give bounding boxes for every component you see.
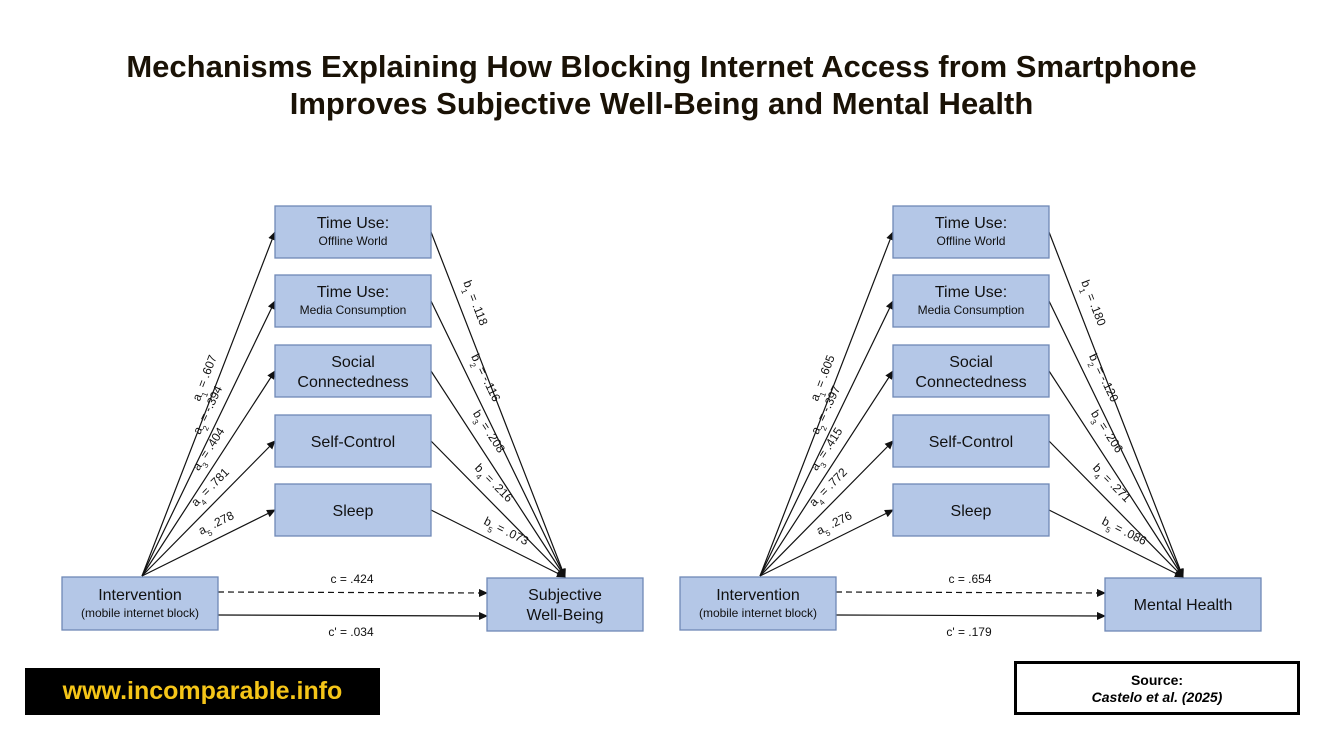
d2-a-path-4 [759,440,894,577]
d1-outcome-subtitle: Well-Being [526,607,603,624]
d2-b-path-2 [1048,300,1184,578]
d1-mediator-3-title: Social [331,354,375,371]
d2-b-path-4 [1048,440,1184,578]
d1-mediator-3-subtitle: Connectedness [297,374,408,391]
d2-b-label-2: b2 = -.120 [1083,351,1122,406]
d2-b-path-5 [1048,509,1184,578]
d1-outcome-title: Subjective [528,587,602,604]
d1-intervention-title: Intervention [98,587,182,604]
d2-c-prime-path [835,611,1106,620]
title-line-2: Improves Subjective Well-Being and Menta… [289,86,1034,121]
d1-b-label-4: b4 = .216 [470,461,517,508]
d1-b-label-1: b1 = .118 [457,278,491,329]
d1-mediator-5-title: Sleep [333,503,374,520]
d1-intervention-node: Intervention (mobile internet block) [61,576,219,631]
d2-intervention-title: Intervention [716,587,800,604]
d2-intervention-subtitle: (mobile internet block) [699,606,817,620]
d1-mediator-1-subtitle: Offline World [319,234,388,248]
d1-mediator-2-subtitle: Media Consumption [300,303,407,317]
d2-mediator-2-subtitle: Media Consumption [918,303,1025,317]
d2-mediator-4-title: Self-Control [929,434,1013,451]
d2-a-path-5 [759,509,894,577]
d1-b-label-5: b5 = .073 [480,514,531,551]
d1-a-path-3 [141,370,276,577]
d2-mediator-2-title: Time Use: [935,284,1007,301]
d2-a-path-3 [759,370,894,577]
d1-b-path-1 [430,231,566,578]
d2-mediator-4: Self-Control [892,414,1050,468]
d2-mediator-1: Time Use: Offline World [892,205,1050,259]
source-box: Source: Castelo et al. (2025) [1014,661,1300,715]
d1-arrows [141,231,566,620]
d2-a-path-1 [759,231,894,577]
source-reference: Castelo et al. (2025) [1091,689,1223,705]
d1-a-path-2 [141,300,276,577]
d1-a-path-5 [141,509,276,577]
d1-b-path-4 [430,440,566,578]
d2-b-label-4: b4 = .271 [1088,461,1135,508]
d2-c-path [835,588,1106,597]
d1-b-label-2: b2 = -.116 [465,352,503,406]
d1-mediator-1: Time Use: Offline World [274,205,432,259]
d2-mediator-2: Time Use: Media Consumption [892,274,1050,328]
d1-b-path-3 [430,370,566,578]
page-title: Mechanisms Explaining How Blocking Inter… [0,48,1323,122]
d2-outcome-title: Mental Health [1134,597,1233,614]
d2-c-label: c = .654 [948,572,991,586]
d2-a-path-2 [759,300,894,577]
d1-mediator-4-title: Self-Control [311,434,395,451]
d1-b-path-5 [430,509,566,578]
d1-a-label-5: a5 .278 [196,508,238,541]
d2-mediator-5-title: Sleep [951,503,992,520]
d2-mediator-1-subtitle: Offline World [937,234,1006,248]
d2-b-label-1: b1 = .180 [1075,278,1109,330]
source-label: Source: [1130,672,1184,688]
d2-b-path-1 [1048,231,1184,578]
d1-c-label: c = .424 [330,572,373,586]
d1-mediator-2-title: Time Use: [317,284,389,301]
d1-c-prime-label: c' = .034 [328,625,374,639]
d2-a-label-5: a5 .276 [814,508,856,541]
d1-intervention-subtitle: (mobile internet block) [81,606,199,620]
d2-arrows [759,231,1184,620]
d1-c-prime-path [217,611,488,620]
d1-a-path-1 [141,231,276,577]
d1-a-path-4 [141,440,276,577]
d1-mediator-4: Self-Control [274,414,432,468]
d1-mediator-5: Sleep [274,483,432,537]
d2-c-prime-label: c' = .179 [946,625,992,639]
d2-mediator-3-title: Social [949,354,993,371]
d1-mediator-2: Time Use: Media Consumption [274,274,432,328]
d2-mediator-5: Sleep [892,483,1050,537]
d2-b-path-3 [1048,370,1184,578]
website-banner[interactable]: www.incomparable.info [25,668,380,715]
d2-intervention-node: Intervention (mobile internet block) [679,576,837,631]
d2-outcome-node: Mental Health [1104,577,1262,632]
title-line-1: Mechanisms Explaining How Blocking Inter… [126,49,1197,84]
d2-mediator-1-title: Time Use: [935,215,1007,232]
d2-b-label-5: b5 = .086 [1098,514,1149,551]
d1-mediator-1-title: Time Use: [317,215,389,232]
d2-mediator-3-subtitle: Connectedness [915,374,1026,391]
d1-c-path [217,588,488,597]
d1-b-path-2 [430,300,566,578]
